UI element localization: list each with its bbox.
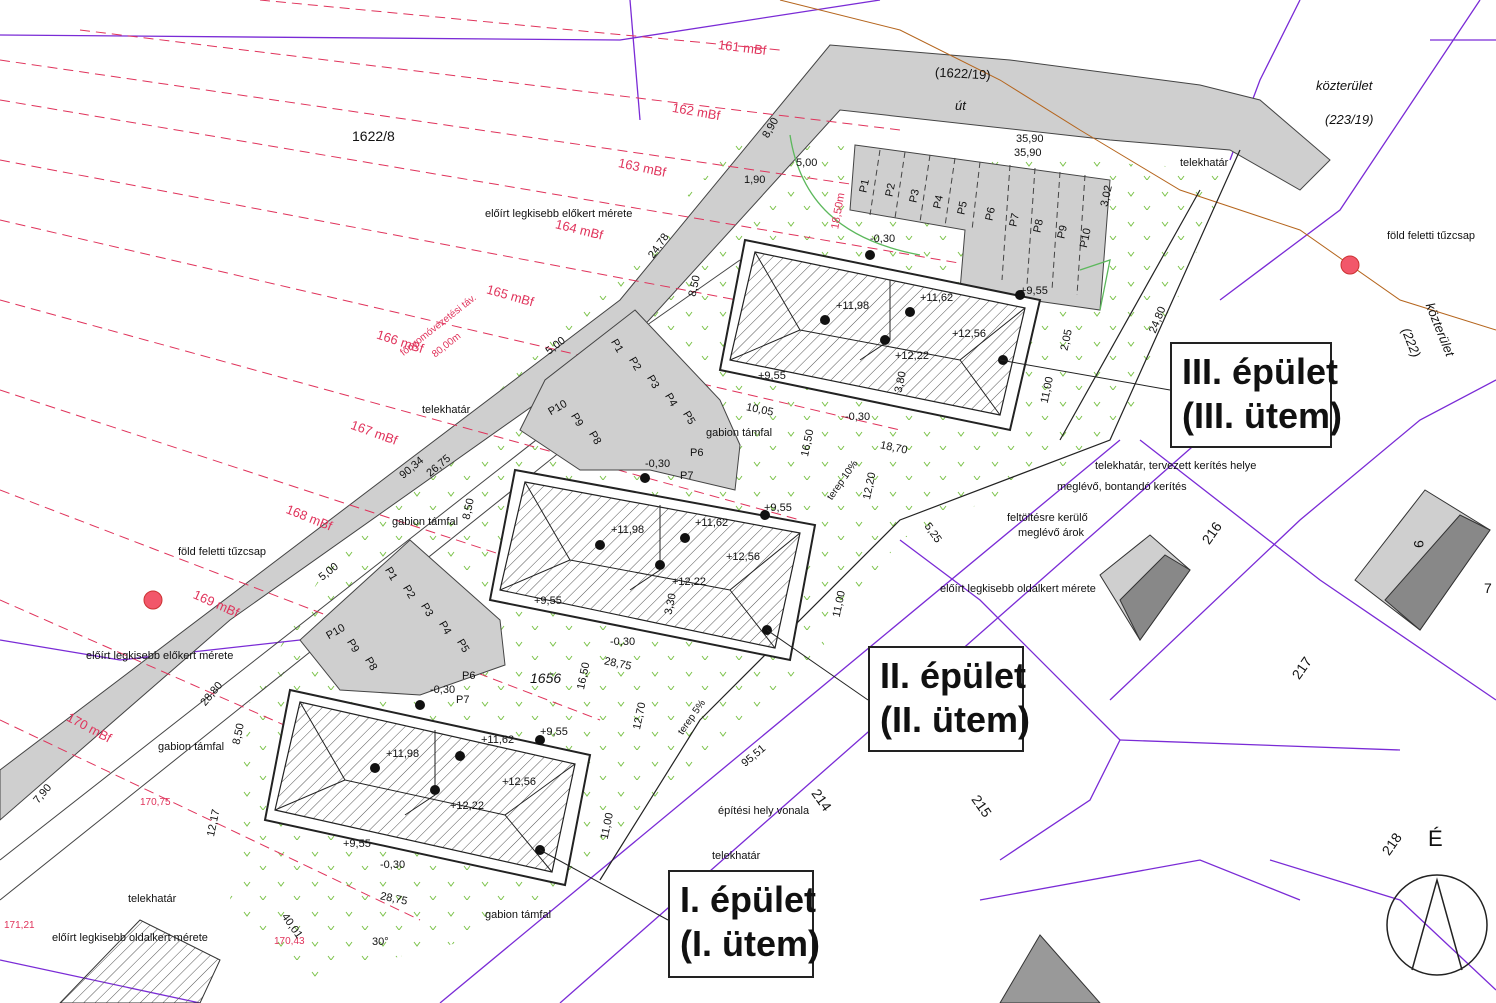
level-b1-top: +9,55 — [540, 726, 568, 738]
parcel-north-west: 1622/8 — [352, 128, 395, 144]
level-b1-eave: +12,56 — [502, 776, 536, 788]
level-b3-mid: +12,22 — [895, 350, 929, 362]
parcel-public-area-1-no: (223/19) — [1325, 112, 1374, 127]
fence-existing-label: meglévő, bontandó kerítés — [1057, 481, 1187, 493]
hydrant-left — [143, 590, 163, 610]
building-1-name: I. épület — [680, 879, 817, 920]
level-b2-eave: +12,56 — [726, 551, 760, 563]
fence-line — [599, 149, 1241, 881]
parking-b1-p6: P6 — [462, 670, 476, 682]
north-arrow — [1386, 874, 1488, 976]
level-b2-low: +9,55 — [534, 595, 562, 607]
level-b2-top: +9,55 — [764, 502, 792, 514]
building-3-label: III. épület (III. ütem) — [1170, 342, 1342, 448]
parking-b2-p7: P7 — [680, 470, 694, 482]
front-yard-label-1: előírt legkisebb előkert mérete — [485, 208, 633, 220]
boundary-label-3: telekhatár — [712, 850, 761, 862]
level-b3-low: +9,55 — [758, 370, 786, 382]
north-label: É — [1428, 826, 1443, 851]
parcel-9: 9 — [1410, 540, 1427, 548]
building-3-name: III. épület — [1182, 351, 1339, 392]
access-road — [0, 44, 1331, 821]
building-1-label: I. épület (I. ütem) — [668, 870, 820, 978]
hydrant-right — [1340, 255, 1360, 275]
parking-b2-p6: P6 — [690, 447, 704, 459]
building-1-phase: (I. ütem) — [680, 923, 820, 964]
fence-planned-label: telekhatár, tervezett kerítés helye — [1095, 460, 1257, 472]
spot-level-3: 170,43 — [274, 936, 305, 947]
build-line-label: építési hely vonala — [718, 805, 810, 817]
level-b1-ridge: +11,98 — [386, 748, 420, 760]
gabion-label-4: gabion támfal — [485, 909, 552, 921]
parking-areas — [299, 144, 1111, 696]
level-b3-ridge2: +11,62 — [920, 292, 954, 304]
level-b2-ridge2: +11,62 — [695, 517, 729, 529]
parcel-main: 1656 — [530, 670, 562, 686]
level-b2-ridge: +11,98 — [611, 524, 645, 536]
building-2-label: II. épület (II. ütem) — [868, 646, 1030, 752]
level-b3-ground: -0,30 — [870, 233, 896, 245]
spot-level-1: 170,75 — [140, 797, 171, 808]
level-b1-mid: +12,22 — [450, 800, 484, 812]
parcel-road-label: út — [955, 98, 966, 113]
existing-contour — [779, 0, 1496, 331]
side-yard-label-1: előírt legkisebb oldalkert mérete — [940, 583, 1096, 595]
front-yard-label-2: előírt legkisebb előkert mérete — [86, 650, 234, 662]
building-2-footprint — [488, 468, 817, 662]
level-b2-ground: -0,30 — [645, 458, 671, 470]
gabion-label-2: gabion támfal — [392, 516, 459, 528]
dim-5-00-a: 5,00 — [796, 157, 818, 169]
level-b3-ridge: +11,98 — [836, 300, 870, 312]
gabion-label-1: gabion támfal — [706, 427, 773, 439]
boundary-label-1: telekhatár — [1180, 157, 1229, 169]
parcel-road-top: (1622/19) — [934, 64, 992, 83]
building-3-footprint — [718, 238, 1042, 432]
building-2-name: II. épület — [880, 655, 1027, 696]
neighbour-buildings — [59, 489, 1491, 1003]
boundary-label-2: telekhatár — [422, 404, 471, 416]
ditch-label-1: feltöltésre kerülő — [1007, 512, 1088, 524]
parking-b1-p7: P7 — [456, 694, 470, 706]
hydrant-label-left: föld feletti tűzcsap — [178, 546, 267, 558]
side-yard-label-2: előírt legkisebb oldalkert mérete — [52, 932, 208, 944]
ditch-label-2: meglévő árok — [1018, 527, 1085, 539]
level-b2-ground2: -0,30 — [610, 636, 636, 648]
level-b3-eave: +12,56 — [952, 328, 986, 340]
building-1-footprint — [263, 688, 592, 887]
level-b3-ground2: -0,30 — [845, 411, 871, 423]
building-2-phase: (II. ütem) — [880, 699, 1030, 740]
boundary-label-4: telekhatár — [128, 893, 177, 905]
dim-35-90-b: 35,90 — [1014, 147, 1042, 159]
level-b1-ground: -0,30 — [430, 684, 456, 696]
level-b1-low: +9,55 — [343, 838, 371, 850]
dim-1-90: 1,90 — [744, 174, 766, 186]
level-b3-top: +9,55 — [1020, 285, 1048, 297]
spot-level-2: 171,21 — [4, 920, 35, 931]
parcel-7: 7 — [1484, 580, 1492, 596]
level-b1-ridge2: +11,62 — [481, 734, 515, 746]
parcel-public-area-1: közterület — [1316, 78, 1373, 93]
level-b1-ground2: -0,30 — [380, 859, 406, 871]
hydrant-label-right: föld feletti tűzcsap — [1387, 230, 1476, 242]
gabion-label-3: gabion támfal — [158, 741, 225, 753]
angle-label: 30° — [372, 936, 389, 948]
dim-35-90-a: 35,90 — [1016, 133, 1044, 145]
building-3-phase: (III. ütem) — [1182, 395, 1342, 436]
level-b2-mid: +12,22 — [672, 576, 706, 588]
